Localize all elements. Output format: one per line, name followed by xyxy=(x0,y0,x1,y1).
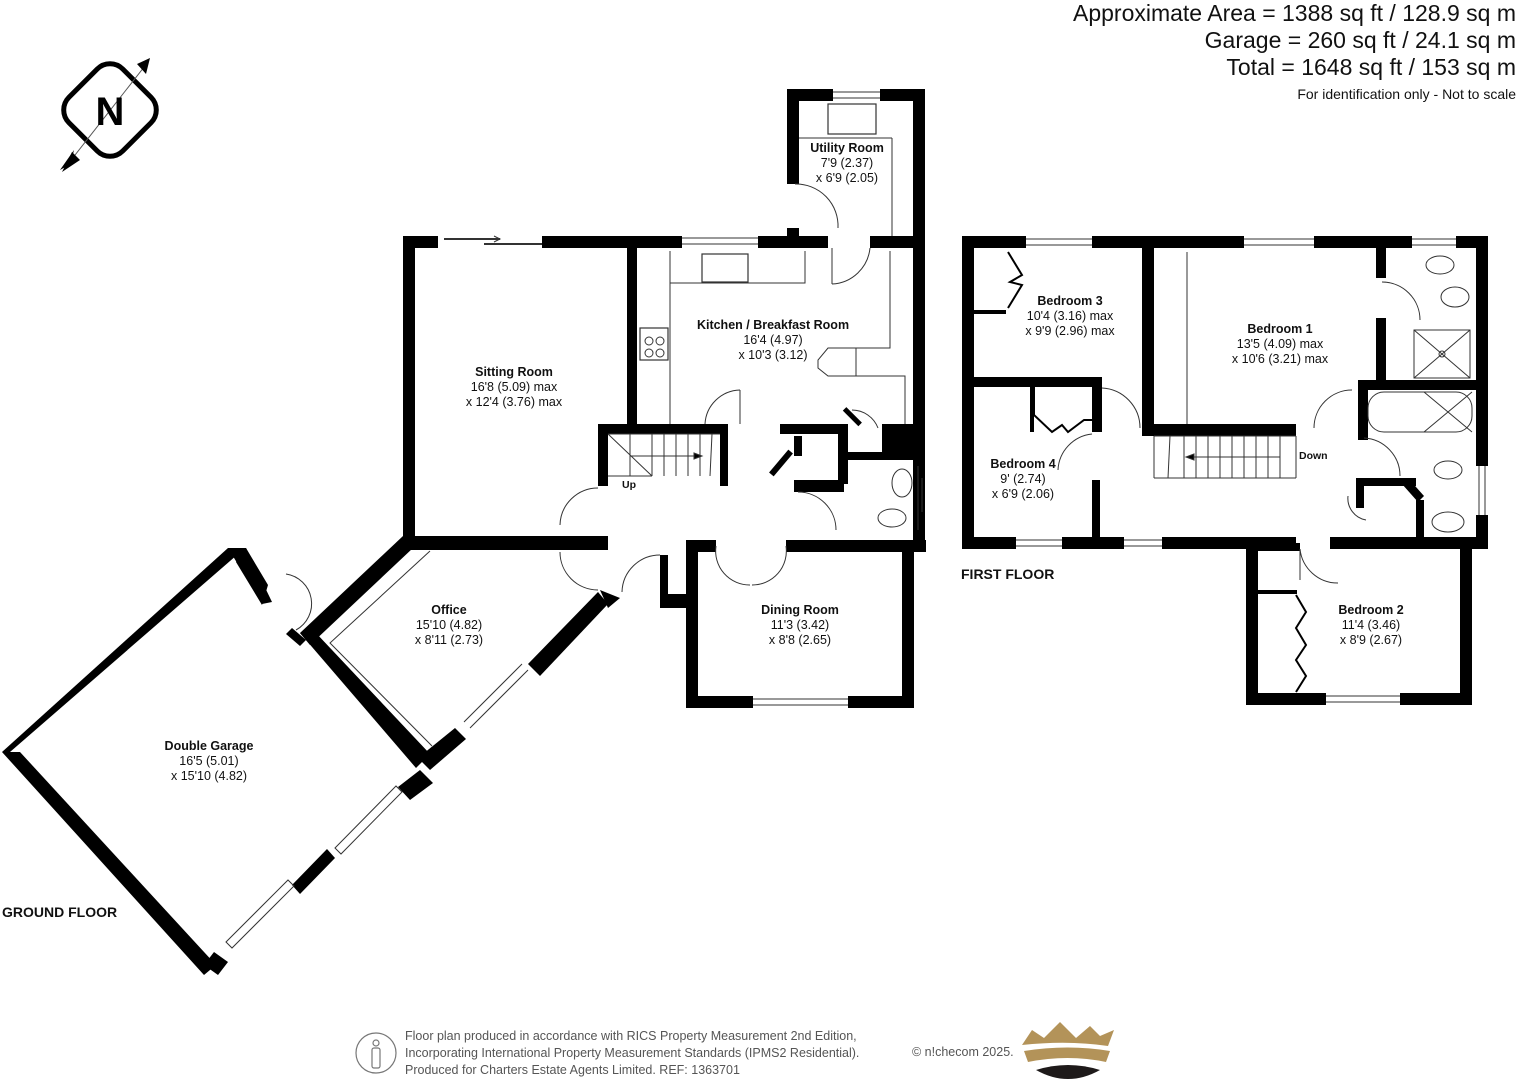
person-info-icon xyxy=(355,1032,397,1074)
room-double-garage: Double Garage 16'5 (5.01) x 15'10 (4.82) xyxy=(164,739,254,783)
north-arrow-icon: N xyxy=(60,58,159,172)
disclaimer: For identification only - Not to scale xyxy=(1297,86,1516,102)
crown-logo-icon xyxy=(1022,1022,1114,1079)
stairs-down-label: Down xyxy=(1299,450,1328,462)
ground-floor-walls xyxy=(403,89,926,708)
total-area: Total = 1648 sq ft / 153 sq m xyxy=(1226,54,1516,80)
room-dining: Dining Room 11'3 (3.42) x 8'8 (2.65) xyxy=(761,603,839,647)
area-summary: Approximate Area = 1388 sq ft / 128.9 sq… xyxy=(1073,0,1516,104)
footer-text: Floor plan produced in accordance with R… xyxy=(405,1029,860,1077)
office-inner-lines xyxy=(329,550,529,747)
first-floor-walls xyxy=(962,236,1488,705)
first-floor-label: FIRST FLOOR xyxy=(961,566,1055,582)
stairs-up-label: Up xyxy=(622,479,636,491)
svg-text:N: N xyxy=(96,90,125,134)
garage-walls xyxy=(2,548,433,975)
stair-wall-dark xyxy=(769,407,862,477)
room-bedroom-2: Bedroom 2 11'4 (3.46) x 8'9 (2.67) xyxy=(1338,603,1404,647)
room-utility: Utility Room 7'9 (2.37) x 6'9 (2.05) xyxy=(810,141,884,185)
footer: Floor plan produced in accordance with R… xyxy=(355,1028,1135,1084)
room-kitchen: Kitchen / Breakfast Room 16'4 (4.97) x 1… xyxy=(696,318,850,362)
garage-door-windows xyxy=(225,785,403,949)
office-walls xyxy=(300,536,620,770)
ground-floor-fixtures xyxy=(285,91,923,706)
room-bedroom-4: Bedroom 4 9' (2.74) x 6'9 (2.06) xyxy=(990,457,1056,501)
room-bedroom-3: Bedroom 3 10'4 (3.16) max x 9'9 (2.96) m… xyxy=(1025,294,1115,338)
approximate-area: Approximate Area = 1388 sq ft / 128.9 sq… xyxy=(1072,0,1516,26)
first-floor-fixtures xyxy=(1007,238,1486,703)
garage-area: Garage = 260 sq ft / 24.1 sq m xyxy=(1204,27,1516,53)
room-office: Office 15'10 (4.82) x 8'11 (2.73) xyxy=(414,603,484,647)
room-bedroom-1: Bedroom 1 13'5 (4.09) max x 10'6 (3.21) … xyxy=(1231,322,1329,366)
copyright: © n!checom 2025. xyxy=(912,1045,1014,1059)
room-sitting: Sitting Room 16'8 (5.09) max x 12'4 (3.7… xyxy=(465,365,563,409)
ground-floor-label: GROUND FLOOR xyxy=(2,904,118,920)
